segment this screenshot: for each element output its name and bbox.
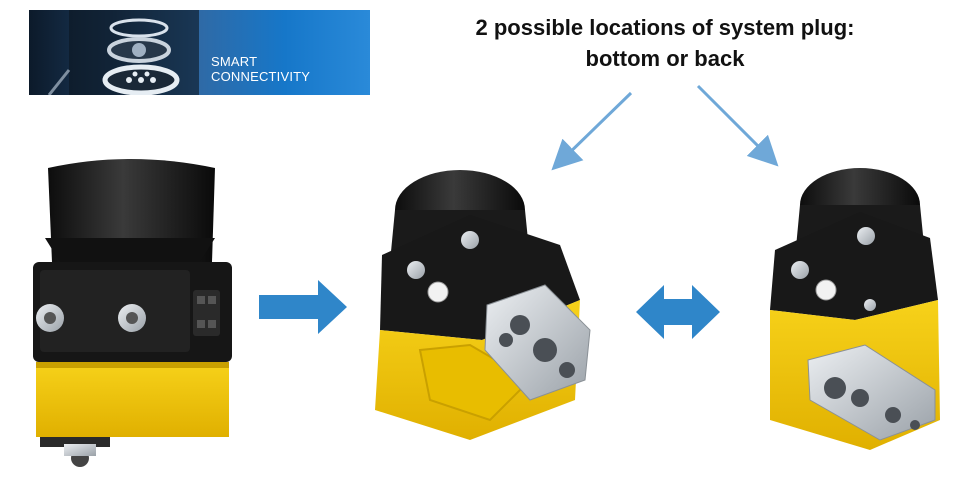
banner-line-1: SMART	[211, 54, 258, 69]
connector-illustration	[47, 10, 199, 95]
banner-line-2: CONNECTIVITY	[211, 69, 311, 84]
title-line-2: bottom or back	[585, 46, 745, 71]
scanner-plug-back	[770, 168, 940, 450]
double-arrow-icon	[636, 285, 720, 339]
banner-text: SMART CONNECTIVITY	[211, 54, 310, 84]
right-arrow-icon	[259, 280, 347, 334]
smart-connectivity-banner: SMART CONNECTIVITY	[29, 10, 370, 95]
scanner-front-view	[33, 159, 232, 467]
title-line-1: 2 possible locations of system plug:	[475, 15, 855, 40]
scanner-plug-bottom	[375, 170, 591, 440]
page-title: 2 possible locations of system plug: bot…	[420, 12, 910, 74]
pointer-arrow-left	[551, 91, 633, 171]
pointer-arrow-right	[696, 84, 779, 167]
